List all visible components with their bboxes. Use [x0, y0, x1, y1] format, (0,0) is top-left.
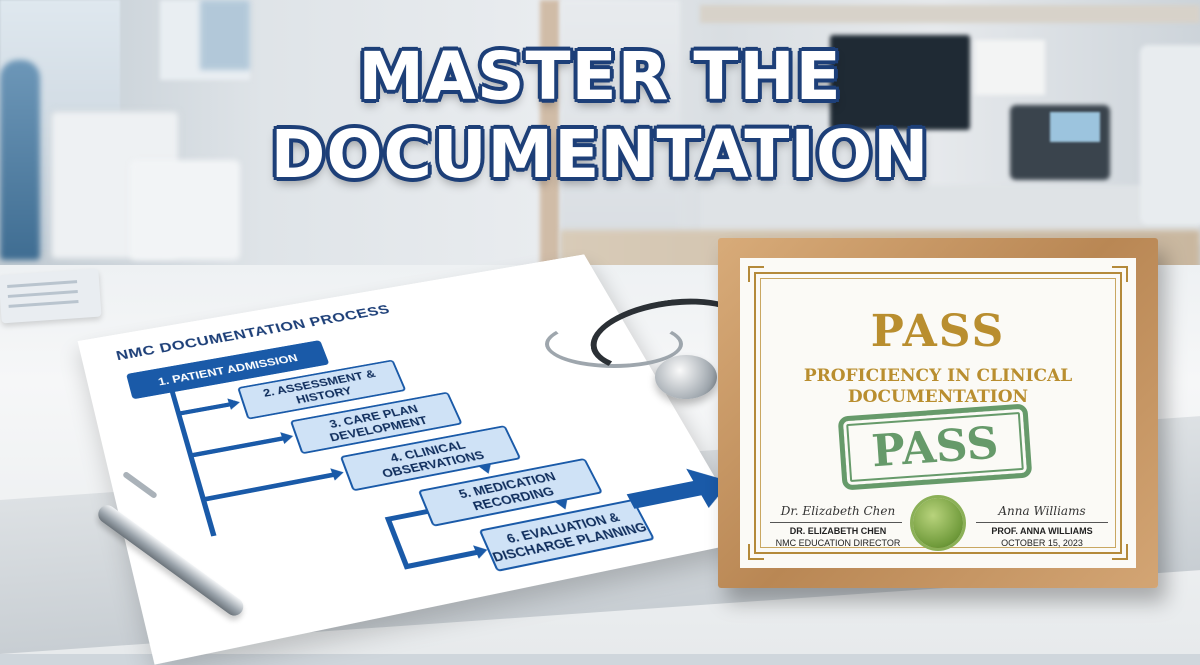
- pinned-papers: [975, 40, 1045, 95]
- big-forward-arrow-icon: [626, 480, 704, 509]
- right-signature-line: [976, 522, 1108, 523]
- wall-shelf: [700, 5, 1200, 23]
- pass-stamp: PASS: [837, 403, 1033, 491]
- left-signer-role: NMC EDUCATION DIRECTOR: [775, 538, 901, 548]
- flow-connector-7: [403, 549, 479, 570]
- stethoscope-chestpiece: [655, 355, 717, 399]
- gold-seal-icon: [913, 498, 963, 548]
- headline-line-2: DOCUMENTATION: [270, 116, 930, 193]
- flow-connector-6: [384, 516, 411, 570]
- certificate-subtitle: PROFICIENCY IN CLINICAL DOCUMENTATION: [803, 366, 1073, 407]
- corner-ornament-icon: [1112, 266, 1128, 282]
- certificate-date: OCTOBER 15, 2023: [1001, 538, 1083, 548]
- corner-ornament-icon: [1112, 544, 1128, 560]
- flow-connector-3: [192, 436, 285, 458]
- arrow-down-icon: [553, 498, 573, 511]
- arrow-right-icon: [227, 396, 242, 410]
- headline: MASTER THE DOCUMENTATION: [0, 38, 1200, 194]
- certificate: PASS PROFICIENCY IN CLINICAL DOCUMENTATI…: [740, 258, 1136, 568]
- right-signer-name: PROF. ANNA WILLIAMS: [991, 526, 1093, 536]
- phone-screen: [1050, 112, 1100, 142]
- supply-cart: [130, 160, 240, 260]
- corner-ornament-icon: [748, 544, 764, 560]
- certificate-title: PASS: [870, 306, 1006, 357]
- clipboard: [0, 268, 102, 324]
- door-frame: [540, 0, 560, 290]
- flow-connector-2: [180, 402, 231, 416]
- headline-line-1: MASTER THE: [358, 38, 842, 115]
- certificate-frame: PASS PROFICIENCY IN CLINICAL DOCUMENTATI…: [718, 238, 1158, 588]
- left-signature-line: [770, 522, 902, 523]
- corner-ornament-icon: [748, 266, 764, 282]
- left-signature: Dr. Elizabeth Chen: [780, 504, 896, 518]
- left-signer-name: DR. ELIZABETH CHEN: [789, 526, 887, 536]
- arrow-down-icon: [477, 462, 496, 476]
- flow-connector-4: [205, 472, 335, 502]
- right-signature: Anna Williams: [998, 504, 1086, 518]
- stethoscope-earpiece: [545, 320, 683, 368]
- medical-machine: [1140, 45, 1200, 225]
- wall-sign: [200, 0, 250, 70]
- computer-monitor: [830, 35, 970, 130]
- nurse-figure: [0, 60, 40, 260]
